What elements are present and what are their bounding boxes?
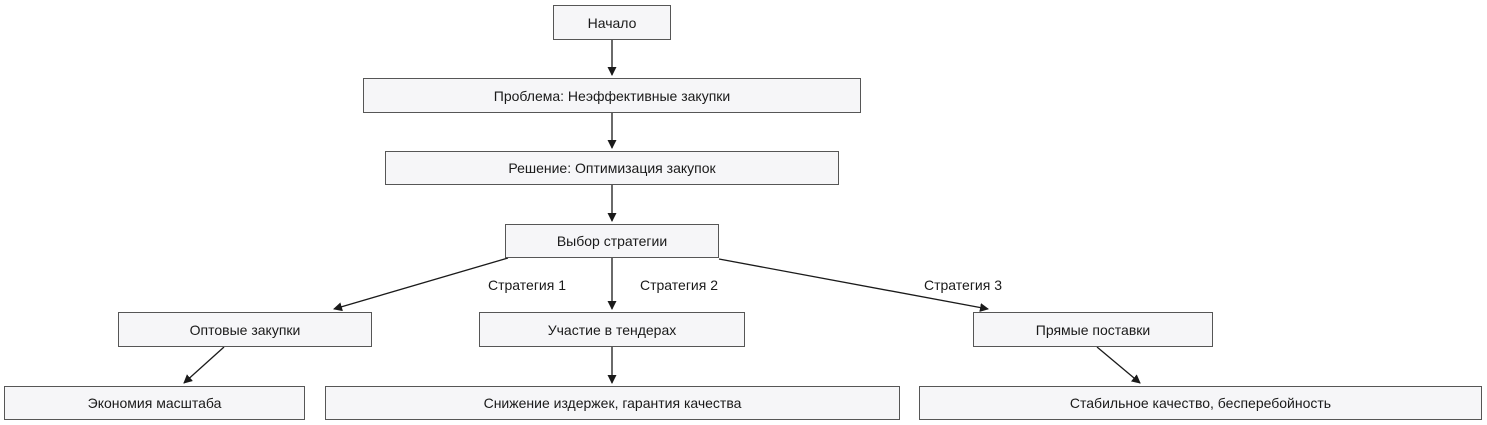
node-label: Участие в тендерах bbox=[547, 321, 677, 338]
node-stable-quality: Стабильное качество, бесперебойность bbox=[919, 386, 1482, 420]
node-label: Начало bbox=[587, 14, 637, 31]
node-label: Выбор стратегии bbox=[556, 233, 668, 249]
node-label: Прямые поставки bbox=[1035, 321, 1151, 338]
node-strategy-choice: Выбор стратегии bbox=[505, 224, 719, 258]
node-start: Начало bbox=[553, 5, 671, 40]
node-wholesale: Оптовые закупки bbox=[118, 312, 372, 347]
node-problem: Проблема: Неэффективные закупки bbox=[363, 78, 861, 113]
edge-label-strategy-3: Стратегия 3 bbox=[921, 277, 1005, 293]
node-label: Решение: Оптимизация закупок bbox=[508, 160, 716, 176]
node-label: Проблема: Неэффективные закупки bbox=[493, 87, 731, 104]
node-economy-of-scale: Экономия масштаба bbox=[4, 386, 305, 420]
node-label: Оптовые закупки bbox=[189, 321, 301, 338]
edge-label-strategy-1: Стратегия 1 bbox=[485, 277, 569, 293]
node-solution: Решение: Оптимизация закупок bbox=[385, 151, 839, 185]
node-label: Снижение издержек, гарантия качества bbox=[483, 395, 742, 411]
node-label: Экономия масштаба bbox=[87, 395, 222, 411]
edge-wholesale-to-economy-of-scale bbox=[183, 346, 225, 384]
node-direct-supply: Прямые поставки bbox=[973, 312, 1213, 347]
node-label: Стабильное качество, бесперебойность bbox=[1069, 395, 1332, 411]
edge-strategy-choice-to-wholesale bbox=[333, 257, 509, 312]
edge-direct-supply-to-stable-quality bbox=[1096, 346, 1141, 384]
node-tenders: Участие в тендерах bbox=[479, 312, 745, 347]
node-cost-reduction: Снижение издержек, гарантия качества bbox=[325, 386, 900, 420]
edge-label-strategy-2: Стратегия 2 bbox=[637, 277, 721, 293]
